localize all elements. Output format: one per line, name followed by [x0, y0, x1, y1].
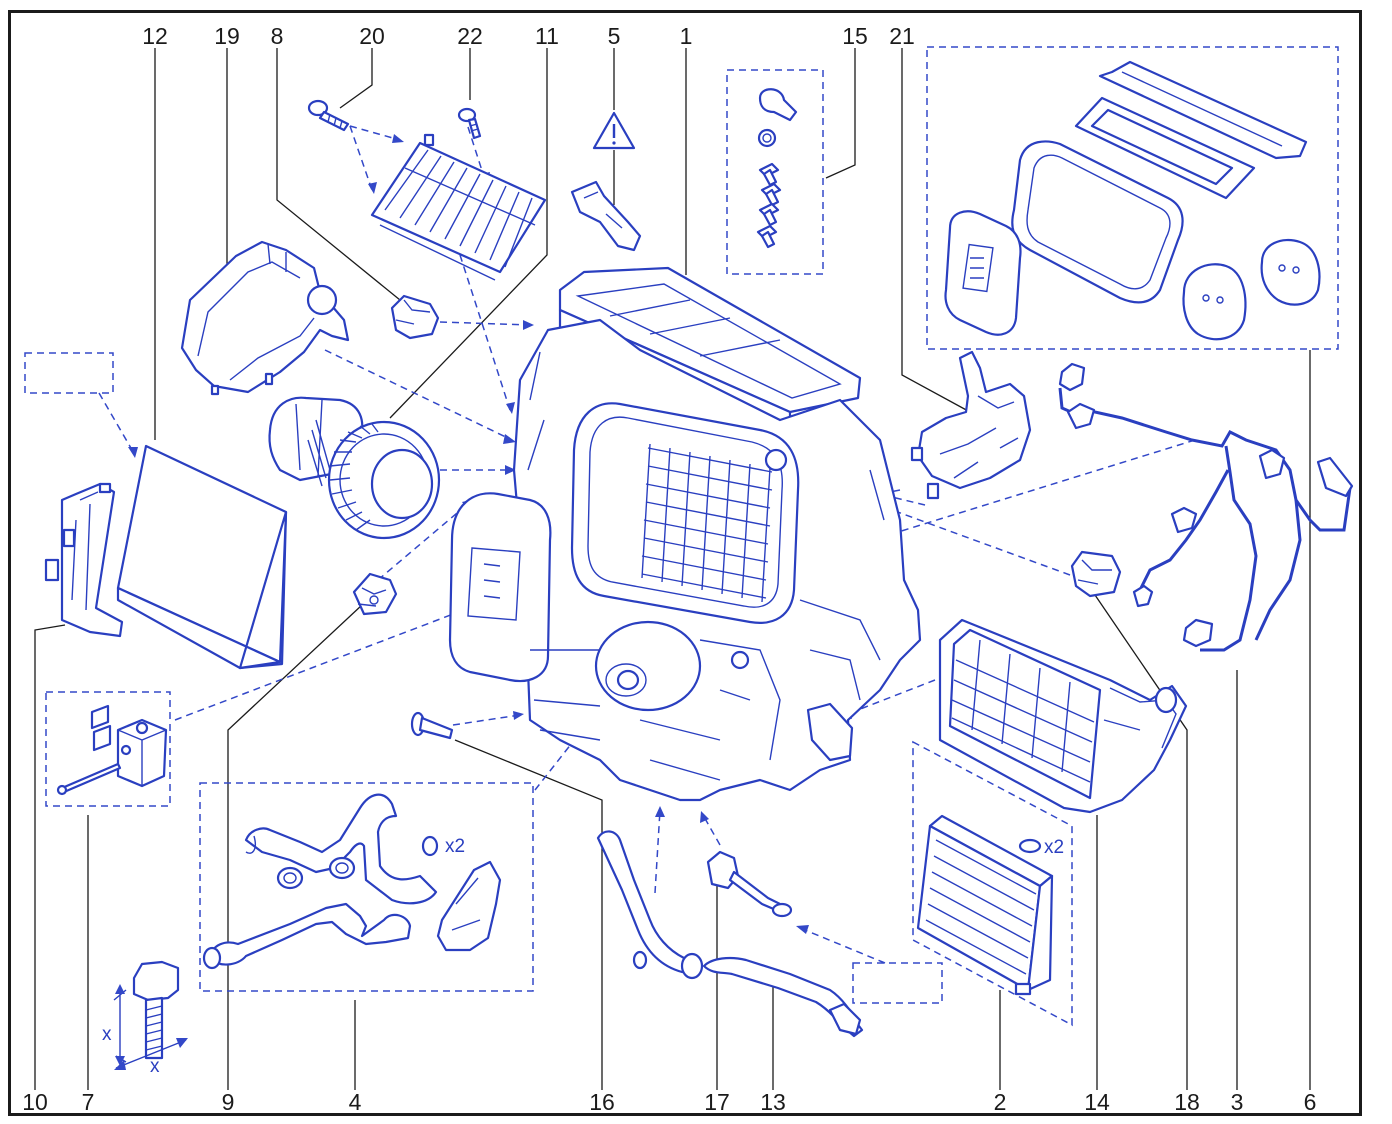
part-15-hardware-kit [756, 88, 798, 249]
callout-7: 7 [82, 1089, 95, 1115]
part-9-actuator [352, 572, 398, 616]
part-21-bracket [910, 350, 1032, 500]
callout-11: 11 [535, 23, 559, 49]
callout-8: 8 [271, 23, 284, 49]
part-13-drain-hose [596, 830, 864, 1038]
part-20-screw [307, 99, 350, 132]
part-14-heater-housing [938, 618, 1188, 814]
diagram-frame [8, 10, 1362, 1116]
callout-14: 14 [1084, 1089, 1110, 1115]
callout-17: 17 [704, 1089, 730, 1115]
part-10-filter-cover [44, 482, 124, 638]
callout-9: 9 [222, 1089, 235, 1115]
part-7-expansion-valve [56, 704, 168, 796]
housing-grid [641, 443, 773, 603]
callout-6: 6 [1304, 1089, 1317, 1115]
part-6-seal-kit [944, 60, 1321, 341]
callout-5: 5 [608, 23, 621, 49]
part-top-ptc-heater [370, 133, 547, 281]
part-19-air-duct [180, 240, 350, 396]
part-8-actuator [390, 294, 440, 340]
callout-3: 3 [1231, 1089, 1244, 1115]
callout-2: 2 [994, 1089, 1007, 1115]
callout-19: 19 [214, 23, 240, 49]
callout-10: 10 [22, 1089, 48, 1115]
part-16-clip [410, 711, 454, 740]
seal-qty-label-4: x2 [445, 836, 465, 857]
callout-21: 21 [889, 23, 915, 49]
warning-triangle-icon [592, 111, 636, 150]
callout-13: 13 [760, 1089, 786, 1115]
part-1-hvac-housing [448, 266, 922, 802]
part-5-sensor [570, 180, 642, 252]
callout-16: 16 [589, 1089, 615, 1115]
seal-qty-label-2: x2 [1044, 837, 1064, 858]
callout-1: 1 [680, 23, 693, 49]
part-12-cabin-filter [116, 444, 288, 670]
part-3-wiring-harness [1058, 362, 1354, 652]
callout-numbers: 12 19 8 20 22 11 5 1 15 21 10 7 9 4 16 1… [22, 23, 1316, 1115]
part-11-blower-motor [268, 396, 441, 540]
callout-leaders [34, 48, 1311, 1090]
part-17-temp-sensor [706, 850, 793, 918]
callout-4: 4 [349, 1089, 362, 1115]
callout-18: 18 [1174, 1089, 1200, 1115]
callout-20: 20 [359, 23, 385, 49]
callout-22: 22 [457, 23, 483, 49]
dim-x-horizontal: x [150, 1056, 160, 1077]
part-2-evaporator [916, 814, 1054, 996]
callout-12: 12 [142, 23, 168, 49]
part-4-pipes [202, 793, 502, 970]
group-boxes [24, 46, 1339, 1027]
part-18-actuator [1070, 550, 1122, 598]
dim-x-vertical: x [102, 1024, 112, 1045]
part-22-screw [457, 107, 482, 140]
callout-15: 15 [842, 23, 868, 49]
bolt-dimension [113, 960, 188, 1070]
